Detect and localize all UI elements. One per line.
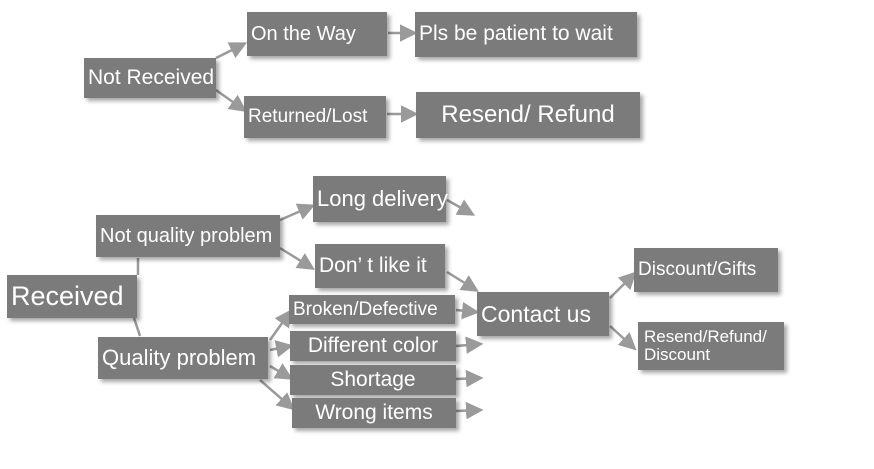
node-quality-problem: Quality problem (98, 337, 268, 379)
arrow-shortage-out (455, 369, 484, 388)
node-received: Received (7, 275, 137, 318)
arrow-quality-to-wrong-items (259, 379, 295, 411)
node-not-received: Not Received (84, 58, 216, 98)
arrow-contact-to-resend-refund-discount (609, 325, 637, 351)
node-returned-lost: Returned/Lost (244, 96, 386, 138)
arrow-broken-to-contact (455, 301, 480, 320)
node-be-patient: Pls be patient to wait (415, 12, 637, 57)
arrow-long-delivery-out (446, 198, 476, 216)
arrow-quality-to-shortage (269, 363, 294, 380)
arrow-not-received-to-on-the-way (215, 42, 248, 60)
node-broken-defective: Broken/Defective (289, 295, 455, 324)
arrow-quality-to-broken (268, 309, 293, 341)
arrow-dont-like-to-contact (446, 270, 479, 292)
arrow-not-quality-to-long-delivery (279, 203, 316, 222)
arrow-contact-to-discount-gifts (609, 271, 637, 299)
node-resend-refund: Resend/ Refund (416, 92, 640, 138)
node-long-delivery: Long delivery (313, 176, 448, 222)
node-wrong-items: Wrong items (292, 398, 456, 428)
arrow-not-received-to-returned-lost (215, 88, 247, 113)
arrow-different-color-out (455, 336, 484, 354)
node-resend-refund-discount: Resend/Refund/ Discount (638, 322, 784, 370)
arrow-wrong-items-out (455, 401, 484, 420)
arrow-not-quality-to-dont-like (279, 246, 315, 270)
node-discount-gifts: Discount/Gifts (634, 248, 778, 292)
line-received-to-quality (132, 317, 142, 337)
node-different-color: Different color (290, 331, 456, 361)
node-on-the-way: On the Way (247, 12, 387, 56)
node-contact-us: Contact us (477, 292, 609, 336)
arrow-quality-to-different-color (269, 340, 294, 358)
node-shortage: Shortage (290, 365, 456, 395)
node-dont-like-it: Don’ t like it (315, 244, 445, 288)
node-not-quality-problem: Not quality problem (96, 215, 280, 257)
